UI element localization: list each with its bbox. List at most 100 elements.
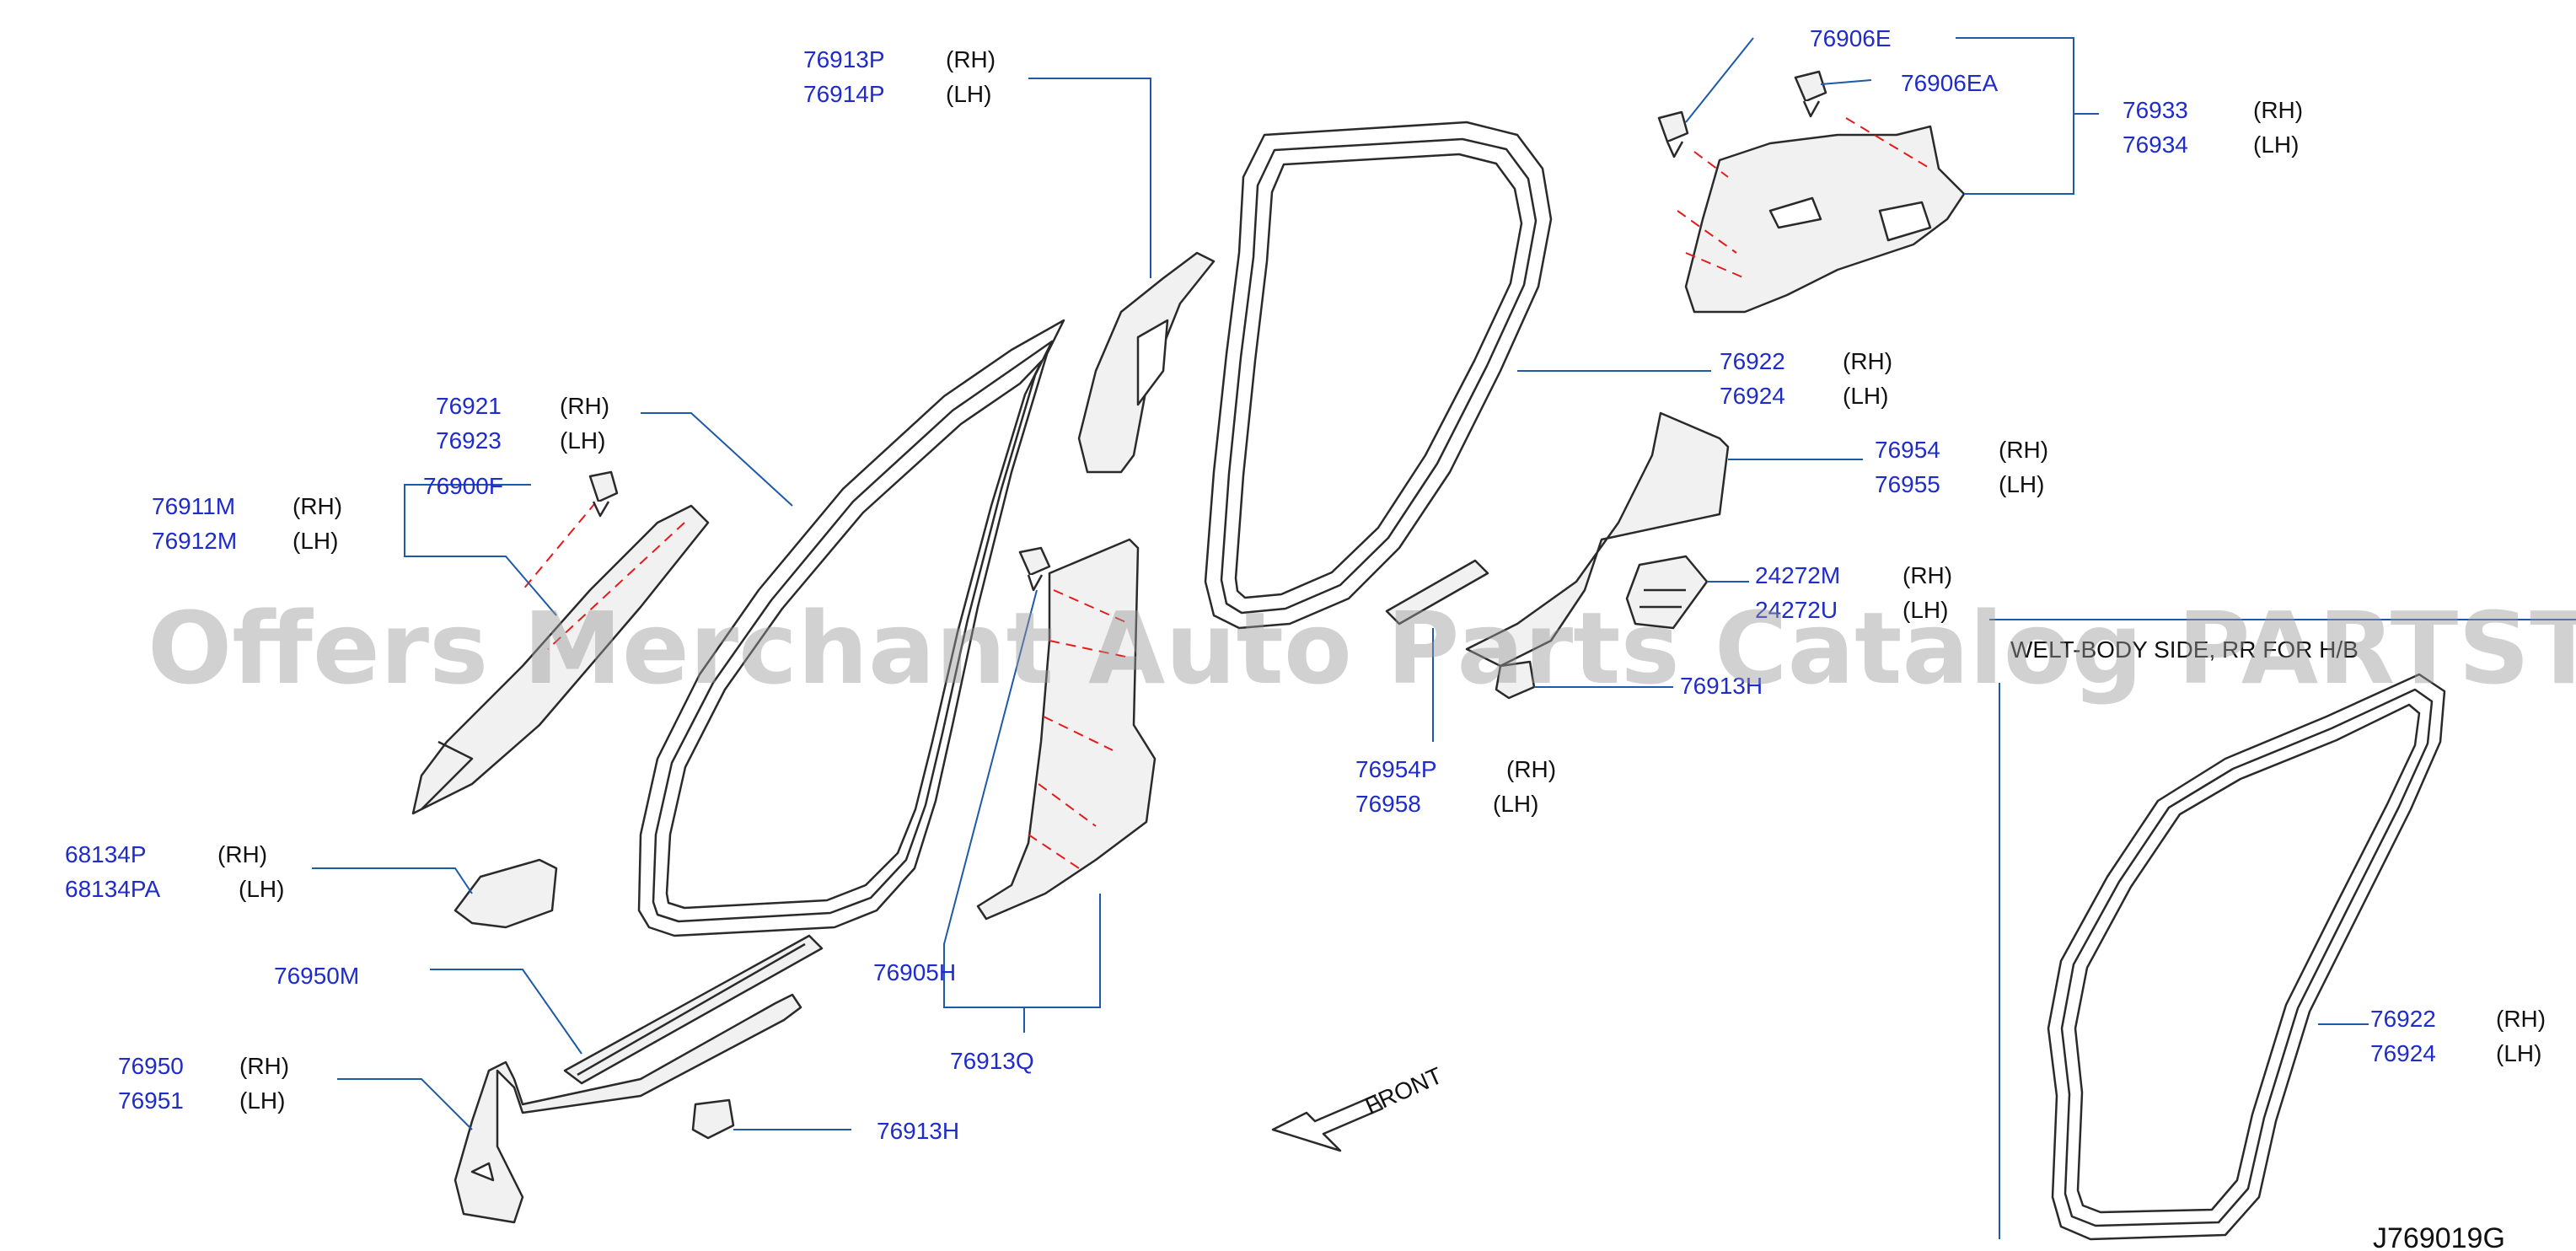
- dash-side-finisher: [453, 993, 802, 1224]
- front-pillar-garnish: [411, 488, 710, 815]
- part-number: 76950M: [274, 963, 359, 989]
- callout-76922-upper: 76922 (RH): [1720, 348, 1892, 374]
- front-kicking-plate: [563, 934, 824, 1085]
- watermark: Offers Merchant Auto Parts Catalog PARTS…: [148, 590, 2576, 706]
- rear-door-weatherstrip: [1204, 121, 1553, 630]
- callout-76923: 76923 (LH): [436, 427, 605, 454]
- side-label: (RH): [1902, 562, 1952, 588]
- front-label: FRONT: [1361, 1062, 1446, 1119]
- part-number: 76954P: [1355, 756, 1437, 782]
- part-number: 76924: [1720, 383, 1785, 409]
- part-number: 76906E: [1810, 25, 1892, 51]
- callout-76950m: 76950M: [274, 963, 359, 989]
- side-label: (RH): [217, 841, 267, 867]
- callout-76900f: 76900F: [423, 473, 503, 499]
- part-number: 76922: [2370, 1006, 2436, 1032]
- part-number: 76950: [118, 1053, 184, 1079]
- callout-76954p: 76954P (RH): [1355, 756, 1556, 782]
- front-arrow-icon: [1271, 1094, 1384, 1152]
- part-number: 76923: [436, 427, 502, 454]
- callout-24272m: 24272M (RH): [1755, 562, 1952, 588]
- side-label: (LH): [239, 876, 284, 902]
- callout-76913q: 76913Q: [950, 1048, 1034, 1074]
- part-number: 76900F: [423, 473, 503, 499]
- side-label: (LH): [2253, 132, 2299, 158]
- side-label: (RH): [1843, 348, 1892, 374]
- clip-76906e: [1657, 110, 1689, 158]
- side-label: (RH): [560, 393, 609, 419]
- part-number: 76913Q: [950, 1048, 1034, 1074]
- clip-76905h: [1018, 546, 1051, 592]
- side-label: (RH): [239, 1053, 289, 1079]
- callout-68134p: 68134P (RH): [65, 841, 267, 867]
- side-label: (RH): [2496, 1006, 2546, 1032]
- inset-label: WELT-BODY SIDE, RR FOR H/B: [2010, 636, 2359, 663]
- callout-76922-lower: 76922 (RH): [2370, 1006, 2546, 1032]
- part-number: 76914P: [803, 81, 885, 107]
- side-label: (LH): [239, 1087, 285, 1114]
- callout-24272u: 24272U (LH): [1755, 597, 1948, 623]
- bracket-68134p: [453, 858, 558, 929]
- rear-door-weatherstrip-inset: [2047, 673, 2446, 1241]
- part-number: 76906EA: [1901, 70, 1999, 96]
- part-number: 76905H: [873, 959, 956, 985]
- callout-76911m: 76911M (RH): [152, 493, 342, 519]
- part-number: 76924: [2370, 1040, 2436, 1066]
- part-number: 76934: [2123, 132, 2188, 158]
- callout-76924-lower: 76924 (LH): [2370, 1040, 2541, 1066]
- callout-76906e: 76906E: [1810, 25, 1892, 51]
- part-number: 76933: [2123, 97, 2188, 123]
- side-label: (RH): [1506, 756, 1556, 782]
- callout-76955: 76955 (LH): [1875, 471, 2044, 497]
- side-label: (LH): [292, 528, 338, 554]
- side-label: (LH): [1999, 471, 2044, 497]
- part-number: 24272U: [1755, 597, 1838, 623]
- side-label: (LH): [1493, 791, 1538, 817]
- callout-76950: 76950 (RH): [118, 1053, 289, 1079]
- part-number: 76913H: [877, 1118, 959, 1144]
- part-number: 76911M: [152, 493, 235, 519]
- callout-76921: 76921 (RH): [436, 393, 609, 419]
- side-label: (LH): [1902, 597, 1948, 623]
- part-number: 68134PA: [65, 876, 160, 902]
- clip-76913h-upper: [1495, 660, 1536, 700]
- part-number: 76921: [436, 393, 502, 419]
- part-number: 76958: [1355, 791, 1421, 817]
- part-number: 24272M: [1755, 562, 1840, 588]
- front-door-weatherstrip: [637, 319, 1065, 937]
- callout-76958: 76958 (LH): [1355, 791, 1538, 817]
- callout-76912m: 76912M (LH): [152, 528, 338, 554]
- rear-kicking-plate: [1385, 559, 1489, 626]
- callout-76933: 76933 (RH): [2123, 97, 2303, 123]
- callout-76914p: 76914P (LH): [803, 81, 991, 107]
- rear-side-finisher: [1465, 411, 1730, 668]
- callout-76906ea: 76906EA: [1901, 70, 1999, 96]
- inset-title: WELT-BODY SIDE, RR FOR H/B: [2010, 636, 2359, 663]
- diagram-code: J769019G: [2373, 1222, 2505, 1251]
- part-number: 76912M: [152, 528, 237, 554]
- part-number: 76951: [118, 1087, 184, 1114]
- clip-76906ea: [1794, 70, 1827, 118]
- callout-76954: 76954 (RH): [1875, 437, 2048, 463]
- center-pillar-upper-garnish: [1077, 251, 1216, 474]
- side-label: (LH): [560, 427, 605, 454]
- callout-76913p: 76913P (RH): [803, 46, 996, 72]
- center-pillar-lower-garnish: [976, 538, 1157, 921]
- leader-lines: [312, 37, 2369, 1130]
- part-number: 76913H: [1680, 673, 1763, 699]
- callout-76913h-lower: 76913H: [877, 1118, 959, 1144]
- part-number: 76922: [1720, 348, 1785, 374]
- callout-76934: 76934 (LH): [2123, 132, 2299, 158]
- side-label: (LH): [946, 81, 991, 107]
- side-label: (RH): [946, 46, 996, 72]
- callout-76913h-upper: 76913H: [1680, 673, 1763, 699]
- callout-76905h: 76905H: [873, 959, 956, 985]
- callout-76924-upper: 76924 (LH): [1720, 383, 1888, 409]
- bracket-24272m: [1625, 555, 1709, 630]
- callout-68134pa: 68134PA (LH): [65, 876, 284, 902]
- callout-76951: 76951 (LH): [118, 1087, 285, 1114]
- side-label: (RH): [292, 493, 342, 519]
- side-label: (LH): [1843, 383, 1888, 409]
- side-label: (RH): [1999, 437, 2048, 463]
